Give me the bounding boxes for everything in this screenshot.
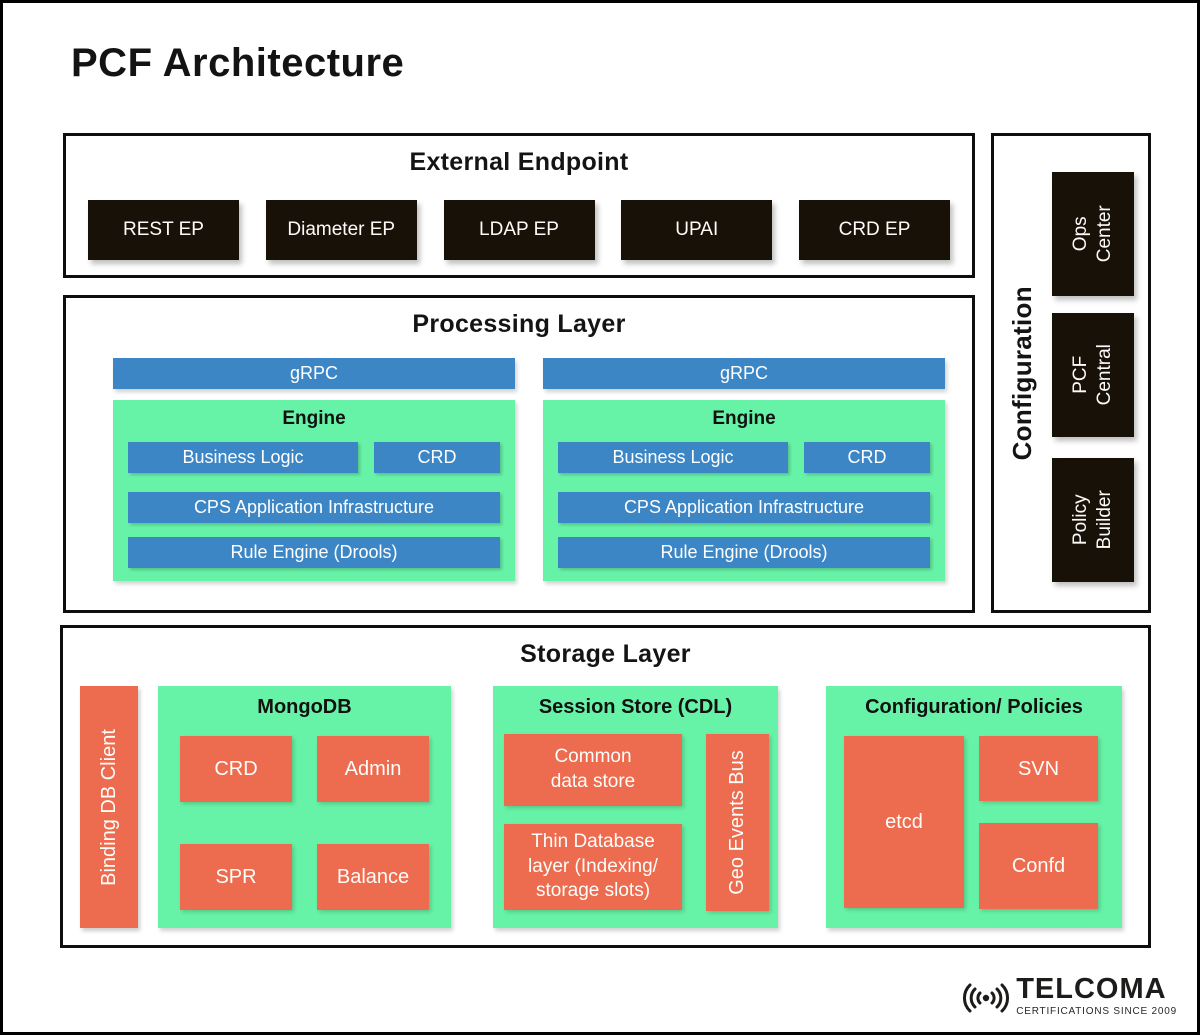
signal-waves-icon (963, 983, 1010, 1013)
diameter-ep-box: Diameter EP (265, 200, 417, 260)
storage-layer-title: Storage Layer (520, 640, 691, 668)
configuration-label-wrap: Configuration (994, 136, 1050, 610)
policy-builder-label: Policy Builder (1070, 490, 1115, 550)
engine-title-1: Engine (282, 408, 346, 429)
processing-layer-title: Processing Layer (412, 310, 626, 338)
rule-engine-chip-2: Rule Engine (Drools) (558, 537, 930, 568)
mongodb-panel: MongoDB CRD Admin SPR Balance (158, 686, 451, 928)
grpc-bar-2: gRPC (543, 358, 945, 389)
business-logic-chip-1: Business Logic (128, 442, 358, 473)
external-endpoint-row: REST EP Diameter EP LDAP EP UPAI CRD EP (66, 200, 972, 260)
svn-box: SVN (979, 736, 1098, 801)
engine-box-2: Engine Business Logic CRD CPS Applicatio… (543, 400, 945, 581)
engine-box-1: Engine Business Logic CRD CPS Applicatio… (113, 400, 515, 581)
configuration-section: Configuration Ops Center PCF Central Pol… (991, 133, 1151, 613)
ops-center-box: Ops Center (1052, 172, 1134, 296)
telcoma-logo: TELCOMA CERTIFICATIONS SINCE 2009 (960, 975, 1177, 1018)
pcf-central-box: PCF Central (1052, 313, 1134, 437)
ldap-ep-box: LDAP EP (443, 200, 595, 260)
external-endpoint-section: External Endpoint REST EP Diameter EP LD… (63, 133, 975, 278)
rest-ep-box: REST EP (88, 200, 239, 260)
mongodb-title: MongoDB (257, 696, 352, 718)
engine-title-2: Engine (712, 408, 776, 429)
confd-box: Confd (979, 823, 1098, 909)
mongodb-crd-box: CRD (180, 736, 292, 802)
mongodb-balance-box: Balance (317, 844, 429, 910)
cps-infrastructure-chip-2: CPS Application Infrastructure (558, 492, 930, 523)
session-store-panel: Session Store (CDL) Common data store Th… (493, 686, 778, 928)
thin-database-layer-box: Thin Database layer (Indexing/ storage s… (504, 824, 682, 910)
mongodb-spr-box: SPR (180, 844, 292, 910)
crd-chip-2: CRD (804, 442, 930, 473)
etcd-box: etcd (844, 736, 964, 908)
binding-db-client-box: Binding DB Client (80, 686, 138, 928)
cps-infrastructure-chip-1: CPS Application Infrastructure (128, 492, 500, 523)
logo-tagline: CERTIFICATIONS SINCE 2009 (1016, 1006, 1177, 1017)
crd-ep-box: CRD EP (799, 200, 950, 260)
session-store-title: Session Store (CDL) (538, 696, 733, 718)
configuration-stack: Ops Center PCF Central Policy Builder (1052, 136, 1134, 610)
pcf-central-label: PCF Central (1070, 344, 1115, 406)
configuration-title: Configuration (1006, 285, 1037, 461)
business-logic-chip-2: Business Logic (558, 442, 788, 473)
upai-box: UPAI (621, 200, 773, 260)
config-policies-panel: Configuration/ Policies etcd SVN Confd (826, 686, 1122, 928)
grpc-bar-1: gRPC (113, 358, 515, 389)
geo-events-bus-box: Geo Events Bus (706, 734, 769, 911)
storage-layer-section: Storage Layer Binding DB Client MongoDB … (60, 625, 1151, 948)
page-title: PCF Architecture (71, 41, 405, 85)
external-endpoint-title: External Endpoint (409, 148, 629, 176)
rule-engine-chip-1: Rule Engine (Drools) (128, 537, 500, 568)
config-policies-title: Configuration/ Policies (865, 696, 1083, 718)
policy-builder-box: Policy Builder (1052, 458, 1134, 582)
ops-center-label: Ops Center (1070, 205, 1115, 263)
common-data-store-box: Common data store (504, 734, 682, 806)
logo-name: TELCOMA (1016, 973, 1167, 1005)
binding-db-client-label: Binding DB Client (97, 728, 120, 886)
geo-events-bus-label: Geo Events Bus (726, 750, 748, 895)
processing-layer-section: Processing Layer gRPC Engine Business Lo… (63, 295, 975, 613)
crd-chip-1: CRD (374, 442, 500, 473)
mongodb-admin-box: Admin (317, 736, 429, 802)
